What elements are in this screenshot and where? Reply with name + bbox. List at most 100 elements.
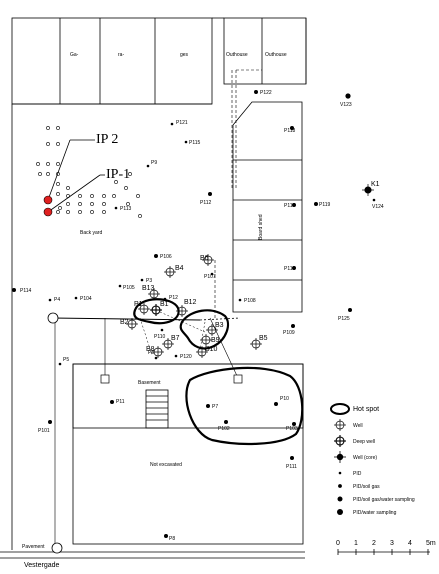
sample-point-p120: P120 [174, 354, 192, 360]
sample-point-p12: P12 [163, 295, 178, 301]
point-label: P112 [200, 200, 212, 206]
point-label: P11 [116, 399, 125, 405]
point-label: B8 [146, 346, 155, 353]
point-label: P101 [38, 428, 50, 434]
pid-point-icon [164, 534, 168, 538]
sample-point-k1: K1 [362, 181, 380, 196]
garage-block [11, 17, 213, 105]
ip-markers: IP 2 IP-1 [43, 132, 130, 217]
grid-sample-dot [114, 180, 118, 184]
sample-point-p107: P107 [204, 272, 216, 280]
pid-point-icon [48, 420, 52, 424]
garage-label-2: ra- [118, 52, 124, 58]
grid-sample-dot [38, 172, 42, 176]
sample-point-b5: B5 [250, 335, 268, 350]
sample-point-p118: P118 [284, 126, 296, 134]
pid-point-icon [154, 254, 158, 258]
legend-well: Well [353, 423, 363, 429]
point-label: P108 [244, 298, 256, 304]
sample-point-b7: B7 [162, 335, 180, 350]
manhole [51, 542, 63, 554]
sample-point-p122: P122 [254, 90, 272, 96]
sample-point-p102: P102 [218, 420, 230, 432]
area-labels: Ga- ra- ges Outhouse Outhouse Back yard … [22, 52, 287, 569]
point-label: P6 [148, 350, 154, 356]
grid-sample-dot [124, 186, 128, 190]
pid-point-icon [254, 90, 258, 94]
grid-sample-dot [90, 194, 94, 198]
sample-point-p104: P104 [74, 296, 92, 302]
grid-sample-dot [112, 194, 116, 198]
sample-point-b10: B10 [196, 346, 218, 358]
pid-point-icon [163, 297, 167, 301]
point-label: B10 [205, 346, 218, 353]
sample-point-p11: P11 [110, 399, 125, 405]
point-label: P10 [280, 396, 289, 402]
hot-spot-3 [185, 366, 304, 446]
hot-spots [133, 298, 304, 446]
pid-point-icon [292, 203, 296, 207]
ip1-label: IP-1 [106, 167, 130, 182]
pid-point-icon [291, 324, 295, 328]
grid-sample-dot [56, 126, 60, 130]
pavement-label: Pavement [22, 544, 45, 550]
scale-tick-label: 1 [354, 540, 358, 547]
grid-sample-dot [90, 210, 94, 214]
sample-point-p121: P121 [170, 120, 188, 126]
legend-pid: PID [353, 471, 362, 477]
point-label: B9 [211, 337, 220, 344]
grid-sample-dot [128, 172, 132, 176]
point-label: P120 [180, 354, 192, 360]
back-yard-label: Back yard [80, 230, 102, 236]
pid-point-icon [48, 298, 52, 302]
ip2-label: IP 2 [96, 132, 118, 147]
ip1-marker [43, 207, 53, 217]
grid-sample-dot [56, 142, 60, 146]
pid-point-icon [118, 284, 122, 288]
sample-point-p116: P116 [284, 266, 296, 272]
basement-outline [72, 363, 304, 429]
point-label: P109 [283, 330, 295, 336]
outhouse-label-1: Outhouse [226, 52, 248, 58]
point-label: V124 [372, 204, 384, 210]
grid-sample-dot [56, 210, 60, 214]
point-label: P115 [189, 140, 201, 146]
pid-point-icon [238, 298, 242, 302]
scale-tick-label: 4 [408, 540, 412, 547]
grid-sample-dot [66, 210, 70, 214]
sample-point-p6: P6 [148, 350, 158, 360]
scale-tick-label: 3 [390, 540, 394, 547]
sample-point-p109: P109 [283, 324, 295, 336]
pid-point-icon [206, 404, 210, 408]
sample-point-p101: P101 [38, 420, 52, 434]
sample-point-p7: P7 [206, 404, 218, 410]
grid-sample-dot [46, 142, 50, 146]
point-label: B1 [160, 301, 169, 308]
pid-point-icon [160, 328, 164, 332]
legend-hot-spot: Hot spot [353, 406, 379, 413]
sample-point-p119: P119 [314, 202, 331, 208]
sample-point-p110: P110 [154, 328, 166, 340]
pid-point-icon [290, 126, 294, 130]
grid-sample-dot [46, 126, 50, 130]
sample-point-b1: B1 [150, 301, 169, 316]
point-label: P114 [20, 288, 32, 294]
pid-point-icon [174, 354, 178, 358]
outhouse-label-2: Outhouse [265, 52, 287, 58]
point-label: P103 [286, 426, 298, 432]
garage-label-1: Ga- [70, 52, 79, 58]
point-label: P111 [286, 464, 297, 470]
not-excavated-label: Not excavated [150, 462, 182, 468]
point-label: P105 [123, 285, 135, 291]
board-shed-label: Board shed [258, 214, 264, 240]
point-label: P104 [80, 296, 92, 302]
grid-sample-dot [56, 182, 60, 186]
pid-point-icon [290, 456, 294, 460]
point-label: K1 [371, 181, 380, 188]
sample-point-b4: B4 [164, 265, 184, 278]
grid-sample-dot [78, 202, 82, 206]
sample-point-p10: P10 [274, 396, 289, 406]
basement-label: Basement [138, 380, 161, 386]
grid-sample-dot [90, 202, 94, 206]
